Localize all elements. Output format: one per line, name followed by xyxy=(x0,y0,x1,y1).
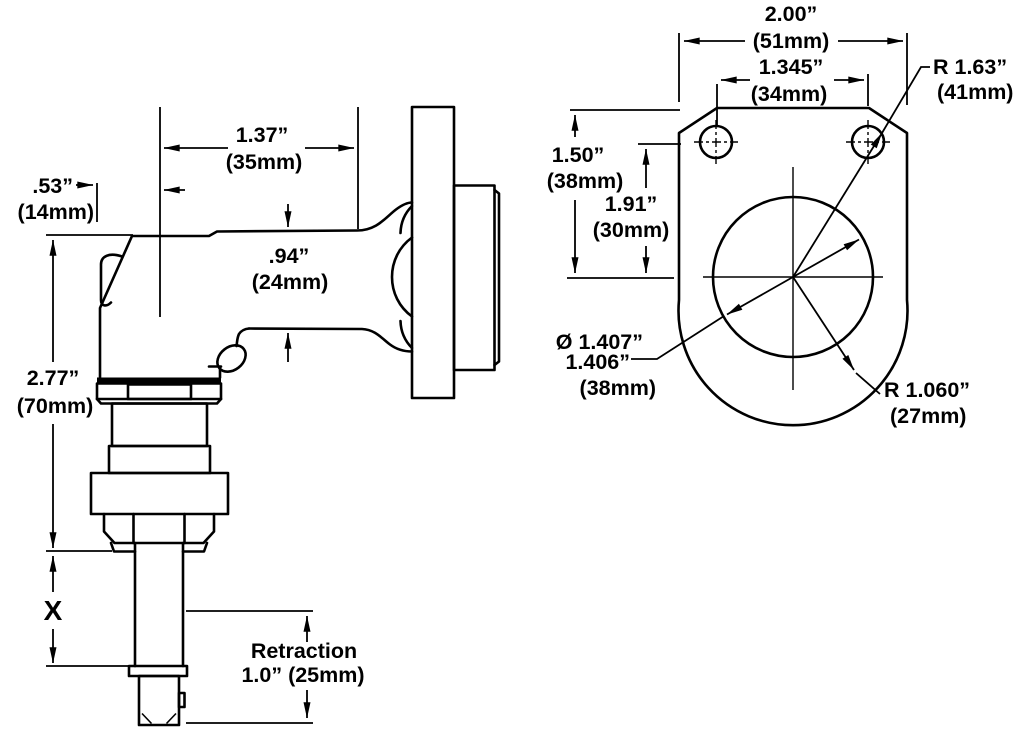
neck-barrel-arc xyxy=(390,236,414,318)
dim-bore-diameter-line2: 1.406” xyxy=(565,350,630,374)
dim-body-radius-mm: (27mm) xyxy=(890,404,966,428)
boss-lip xyxy=(493,188,501,367)
hex-foot-left xyxy=(109,541,137,553)
dim-arm-thickness-mm: (24mm) xyxy=(252,270,328,294)
neck-arc-bottom xyxy=(399,319,414,350)
dim-arm-thickness: .94” (24mm) xyxy=(252,204,328,362)
dim-holes-to-center-in: 1.91” xyxy=(605,192,658,216)
body-ear-tab xyxy=(99,253,124,307)
flange-plate-front xyxy=(677,106,909,427)
dim-offset-left: .53” (14mm) xyxy=(18,174,185,224)
collar-inner xyxy=(126,383,193,401)
dim-corner-radius-mm: (41mm) xyxy=(937,80,1013,104)
neck-arc-top xyxy=(399,204,414,235)
dim-width-top-mm: (35mm) xyxy=(226,150,302,174)
dim-body-height-mm: (70mm) xyxy=(17,394,93,418)
dim-width-top-in: 1.37” xyxy=(236,123,289,147)
dim-hole-spacing: 1.345” (34mm) xyxy=(716,55,869,126)
boss-cylinder xyxy=(452,184,496,372)
dim-retraction: Retraction 1.0” (25mm) xyxy=(186,610,365,724)
dim-arm-thickness-in: .94” xyxy=(269,244,310,268)
dim-overall-width-in: 2.00” xyxy=(765,2,818,26)
dim-offset-left-in: .53” xyxy=(32,174,73,198)
probe-tip-collar xyxy=(127,664,189,678)
hex-nut xyxy=(102,512,216,545)
body-block-c xyxy=(89,471,230,516)
dim-retraction-line1: Retraction xyxy=(251,639,357,663)
dim-body-radius-in: R 1.060” xyxy=(884,378,970,402)
probe-tip-bump xyxy=(177,691,186,709)
dim-top-to-center: 1.50” (38mm) xyxy=(547,109,680,279)
dim-holes-to-center: 1.91” (30mm) xyxy=(593,143,681,274)
body-left-outline xyxy=(98,234,134,379)
front-view: 2.00” (51mm) 1.345” (34mm) 1.50” (38mm) xyxy=(547,2,1014,428)
dim-width-top: 1.37” (35mm) xyxy=(159,107,359,317)
clip-jog xyxy=(235,327,251,348)
dim-bore-diameter: Ø 1.407” 1.406” (38mm) xyxy=(556,238,860,400)
tip-chamfer-right xyxy=(165,712,177,725)
dim-probe-exposed: X xyxy=(44,555,130,667)
dim-top-to-center-in: 1.50” xyxy=(552,143,605,167)
dim-hole-spacing-mm: (34mm) xyxy=(751,82,827,106)
dim-corner-radius-in: R 1.63” xyxy=(933,55,1007,79)
dim-corner-radius: R 1.63” (41mm) xyxy=(792,55,1013,278)
dim-bore-diameter-line1: Ø 1.407” xyxy=(556,330,643,354)
dim-top-to-center-mm: (38mm) xyxy=(547,169,623,193)
tip-chamfer-left xyxy=(141,712,153,725)
dim-overall-width-mm: (51mm) xyxy=(753,29,829,53)
retaining-clip xyxy=(216,344,247,373)
dim-offset-left-mm: (14mm) xyxy=(18,200,94,224)
hex-foot-right xyxy=(181,541,209,553)
dim-retraction-line2: 1.0” (25mm) xyxy=(241,663,364,687)
body-block-a xyxy=(110,402,209,448)
dim-probe-exposed-label: X xyxy=(44,595,63,626)
side-view: 1.37” (35mm) .53” (14mm) .94” (24mm) 2.7… xyxy=(17,105,501,727)
dim-body-height: 2.77” (70mm) xyxy=(17,234,133,552)
collar xyxy=(95,382,223,401)
dim-holes-to-center-mm: (30mm) xyxy=(593,218,669,242)
dim-bore-diameter-mm: (38mm) xyxy=(580,376,656,400)
arm-top-outline xyxy=(130,201,414,238)
dim-hole-spacing-in: 1.345” xyxy=(759,55,824,79)
dim-body-radius: R 1.060” (27mm) xyxy=(792,276,970,428)
arm-bottom-outline xyxy=(247,327,414,353)
dim-body-height-in: 2.77” xyxy=(27,366,80,390)
flange-plate-side xyxy=(410,105,456,400)
dim-overall-width: 2.00” (51mm) xyxy=(678,2,908,105)
collar-bar xyxy=(97,377,221,384)
body-block-b xyxy=(107,444,212,475)
